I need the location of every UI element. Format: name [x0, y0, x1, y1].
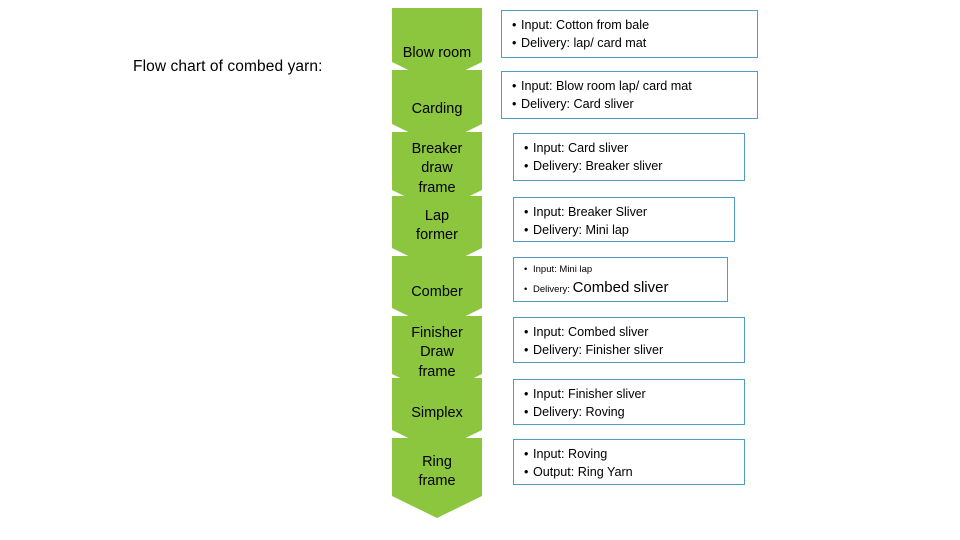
- bullet-icon: •: [524, 205, 529, 219]
- process-label-line: Simplex: [411, 405, 463, 421]
- process-label-breaker-draw-frame: Breaker draw frame: [392, 140, 482, 198]
- note-line: •Input: Blow room lap/ card mat: [512, 77, 749, 95]
- note-line: •Input: Cotton from bale: [512, 16, 749, 34]
- note-line: •Input: Mini lap: [524, 263, 719, 277]
- note-lap-former: •Input: Breaker Sliver •Delivery: Mini l…: [513, 197, 735, 242]
- note-line: •Input: Breaker Sliver: [524, 203, 726, 221]
- process-label-ring-frame: Ring frame: [392, 453, 482, 492]
- process-body-finisher-draw-frame: [392, 316, 482, 374]
- page-title: Flow chart of combed yarn:: [133, 58, 323, 75]
- note-line: •Input: Finisher sliver: [524, 385, 736, 403]
- process-label-line: Finisher: [411, 325, 463, 341]
- process-label-line: draw: [421, 160, 453, 177]
- bullet-icon: •: [512, 79, 517, 93]
- process-label-line: Ring: [422, 454, 452, 470]
- bullet-icon: •: [524, 284, 528, 296]
- process-label-line: former: [416, 227, 458, 244]
- bullet-icon: •: [524, 387, 529, 401]
- note-emphasis: Combed sliver: [572, 279, 669, 297]
- bullet-icon: •: [524, 159, 529, 174]
- note-breaker-draw-frame: •Input: Card sliver •Delivery: Breaker s…: [513, 133, 745, 181]
- process-label-line: Carding: [411, 101, 463, 117]
- process-breaker-draw-frame: Breaker draw frame: [392, 132, 482, 212]
- process-body-simplex: [392, 378, 482, 430]
- note-blow-room: •Input: Cotton from bale •Delivery: lap/…: [501, 10, 758, 58]
- bullet-icon: •: [512, 18, 517, 32]
- process-label-line: Lap: [424, 208, 450, 224]
- note-line: •Delivery: Breaker sliver: [524, 157, 736, 175]
- note-finisher-draw-frame: •Input: Combed sliver •Delivery: Finishe…: [513, 317, 745, 363]
- note-line: •Delivery: Finisher sliver: [524, 341, 736, 359]
- process-body-breaker-draw-frame: [392, 132, 482, 190]
- bullet-icon: •: [524, 343, 529, 358]
- process-carding: Carding: [392, 70, 482, 146]
- note-line: •Delivery: Mini lap: [524, 221, 726, 239]
- process-label-line: frame: [418, 473, 456, 490]
- note-line: •Delivery: Card sliver: [512, 95, 749, 113]
- note-line: •Delivery: lap/ card mat: [512, 34, 749, 52]
- process-label-lap-former: Lap former: [392, 207, 482, 246]
- process-label-line: Comber: [411, 284, 463, 300]
- bullet-icon: •: [524, 141, 529, 155]
- process-label-line: frame: [418, 179, 456, 196]
- process-label-line: Blow room: [402, 45, 472, 61]
- process-arrow-ring-frame: [392, 496, 482, 518]
- note-line: •Input: Combed sliver: [524, 323, 736, 341]
- process-label-simplex: Simplex: [392, 404, 482, 423]
- bullet-icon: •: [524, 405, 529, 420]
- process-body-blow-room: [392, 8, 482, 62]
- bullet-icon: •: [524, 223, 529, 238]
- process-label-blow-room: Blow room: [392, 44, 482, 63]
- bullet-icon: •: [512, 97, 517, 112]
- note-line: •Input: Roving: [524, 445, 736, 463]
- process-body-lap-former: [392, 196, 482, 248]
- process-label-comber: Comber: [392, 283, 482, 302]
- bullet-icon: •: [512, 36, 517, 51]
- process-body-carding: [392, 70, 482, 124]
- process-body-ring-frame: [392, 438, 482, 496]
- bullet-icon: •: [524, 325, 529, 339]
- note-line: •Delivery: Roving: [524, 403, 736, 421]
- process-label-line: frame: [418, 363, 456, 380]
- note-line: •Input: Card sliver: [524, 139, 736, 157]
- process-label-line: Breaker: [411, 141, 463, 157]
- note-ring-frame: •Input: Roving •Output: Ring Yarn: [513, 439, 745, 485]
- bullet-icon: •: [524, 465, 529, 480]
- bullet-icon: •: [524, 264, 528, 275]
- note-simplex: •Input: Finisher sliver •Delivery: Rovin…: [513, 379, 745, 425]
- process-label-carding: Carding: [392, 100, 482, 119]
- process-body-comber: [392, 256, 482, 308]
- process-finisher-draw-frame: Finisher Draw frame: [392, 316, 482, 396]
- process-label-line: Draw: [420, 344, 454, 361]
- note-line: •Output: Ring Yarn: [524, 463, 736, 481]
- process-ring-frame: Ring frame: [392, 438, 482, 518]
- note-line: •Delivery: Combed sliver: [524, 279, 669, 297]
- note-carding: •Input: Blow room lap/ card mat •Deliver…: [501, 71, 758, 119]
- bullet-icon: •: [524, 447, 529, 461]
- process-label-finisher-draw-frame: Finisher Draw frame: [392, 324, 482, 382]
- note-comber: •Input: Mini lap •Delivery: Combed slive…: [513, 257, 728, 302]
